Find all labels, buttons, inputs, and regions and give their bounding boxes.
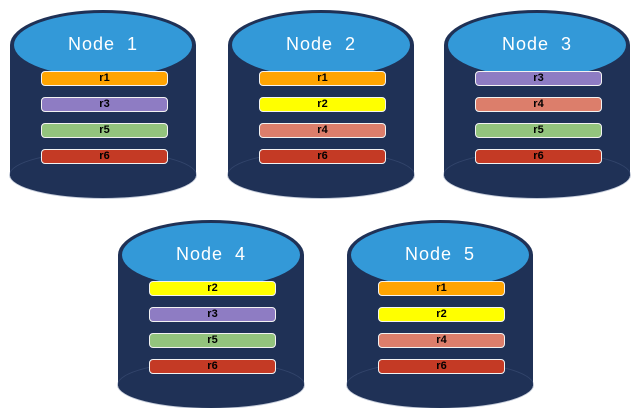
partition-bar-r1: r1 <box>259 71 386 86</box>
partition-list: r1 r3 r5 r6 <box>41 71 168 164</box>
node-title: Node 5 <box>404 243 476 264</box>
partition-label: r6 <box>99 150 110 162</box>
partition-bar-r6: r6 <box>149 359 276 374</box>
partition-label: r1 <box>436 282 447 294</box>
partition-label: r2 <box>207 282 218 294</box>
partition-label: r1 <box>99 72 110 84</box>
partition-bar-r6: r6 <box>475 149 602 164</box>
partition-bar-r4: r4 <box>475 97 602 112</box>
partition-bar-r4: r4 <box>259 123 386 138</box>
partition-label: r6 <box>207 360 218 372</box>
node-title: Node 2 <box>285 33 357 54</box>
cylinder-top-ellipse <box>122 223 300 287</box>
partition-label: r3 <box>99 98 110 110</box>
partition-bar-r4: r4 <box>378 333 505 348</box>
partition-label: r1 <box>317 72 328 84</box>
partition-label: r4 <box>533 98 544 110</box>
partition-bar-r2: r2 <box>378 307 505 322</box>
partition-label: r6 <box>533 150 544 162</box>
partition-label: r2 <box>436 308 447 320</box>
partition-bar-r1: r1 <box>378 281 505 296</box>
node-cylinder-1: Node 1 r1 r3 r5 r6 <box>10 10 196 198</box>
partition-label: r3 <box>207 308 218 320</box>
partition-label: r5 <box>99 124 110 136</box>
node-title: Node 3 <box>501 33 573 54</box>
partition-list: r3 r4 r5 r6 <box>475 71 602 164</box>
node-cylinder-5: Node 5 r1 r2 r4 r6 <box>347 220 533 408</box>
partition-bar-r5: r5 <box>475 123 602 138</box>
partition-bar-r6: r6 <box>259 149 386 164</box>
partition-label: r5 <box>533 124 544 136</box>
node-title: Node 1 <box>67 33 139 54</box>
partition-label: r4 <box>317 124 328 136</box>
partition-list: r1 r2 r4 r6 <box>378 281 505 374</box>
partition-label: r3 <box>533 72 544 84</box>
node-cylinder-4: Node 4 r2 r3 r5 r6 <box>118 220 304 408</box>
cylinder-top-ellipse <box>232 13 410 77</box>
partition-list: r2 r3 r5 r6 <box>149 281 276 374</box>
cylinder-top-ellipse <box>14 13 192 77</box>
node-title: Node 4 <box>175 243 247 264</box>
partition-label: r6 <box>436 360 447 372</box>
node-cylinder-3: Node 3 r3 r4 r5 r6 <box>444 10 630 198</box>
cylinder-top-ellipse <box>448 13 626 77</box>
partition-bar-r2: r2 <box>149 281 276 296</box>
partition-list: r1 r2 r4 r6 <box>259 71 386 164</box>
partition-label: r4 <box>436 334 447 346</box>
partition-label: r6 <box>317 150 328 162</box>
partition-bar-r2: r2 <box>259 97 386 112</box>
partition-bar-r3: r3 <box>149 307 276 322</box>
cylinder-top-ellipse <box>351 223 529 287</box>
node-cylinder-2: Node 2 r1 r2 r4 r6 <box>228 10 414 198</box>
partition-label: r5 <box>207 334 218 346</box>
partition-bar-r3: r3 <box>475 71 602 86</box>
partition-bar-r6: r6 <box>378 359 505 374</box>
partition-bar-r1: r1 <box>41 71 168 86</box>
partition-bar-r5: r5 <box>41 123 168 138</box>
partition-bar-r5: r5 <box>149 333 276 348</box>
partition-bar-r3: r3 <box>41 97 168 112</box>
partition-label: r2 <box>317 98 328 110</box>
partition-bar-r6: r6 <box>41 149 168 164</box>
